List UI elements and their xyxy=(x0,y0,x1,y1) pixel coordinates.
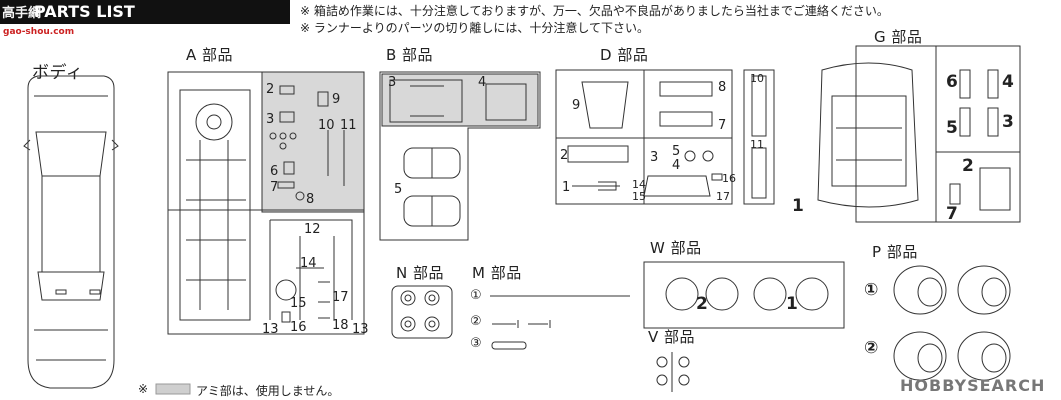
b-num-4: 4 xyxy=(478,75,487,90)
page-title: PARTS LIST xyxy=(34,2,135,21)
runner-m-drawing xyxy=(490,295,630,350)
a-num-2: 2 xyxy=(266,82,275,97)
d-num-7: 7 xyxy=(718,118,727,133)
a-num-3: 3 xyxy=(266,112,275,127)
a-num-13-right: 13 xyxy=(352,322,369,337)
section-w-label: W 部品 xyxy=(650,239,702,257)
section-b-label: B 部品 xyxy=(386,46,434,64)
runner-w-drawing xyxy=(643,261,845,329)
section-body-label: ボディ xyxy=(32,63,84,83)
b-num-5: 5 xyxy=(394,182,403,197)
d-num-15: 15 xyxy=(632,190,646,203)
a-num-7: 7 xyxy=(270,180,279,195)
runner-b-drawing xyxy=(379,71,541,241)
note-line-2: ※ ランナーよりのパーツの切り離しには、十分注意して下さい。 xyxy=(300,21,650,35)
m-mark-3: ③ xyxy=(470,336,482,351)
d-num-11: 11 xyxy=(750,138,764,151)
d-num-9: 9 xyxy=(572,98,581,113)
section-m-label: M 部品 xyxy=(472,264,522,282)
body-num-1: 1 xyxy=(792,196,804,216)
a-num-16: 16 xyxy=(290,320,307,335)
g-num-2: 2 xyxy=(962,156,974,176)
b-num-3: 3 xyxy=(388,75,397,90)
a-num-10: 10 xyxy=(318,118,335,133)
g-num-7: 7 xyxy=(946,204,958,224)
runner-d-drawing xyxy=(555,69,775,205)
d-num-3: 3 xyxy=(650,150,659,165)
section-p-label: P 部品 xyxy=(872,243,918,261)
g-num-4: 4 xyxy=(1002,72,1014,92)
tires-p-drawing xyxy=(893,265,1011,381)
a-num-11: 11 xyxy=(340,118,357,133)
note-line-1: ※ 箱詰め作業には、十分注意しておりますが、万一、欠品や不良品がありましたら当社… xyxy=(300,4,889,18)
site-url: gao-shou.com xyxy=(3,27,75,37)
legend-swatch xyxy=(155,383,191,395)
d-num-5: 5 xyxy=(672,144,681,159)
w-num-1: 1 xyxy=(786,294,798,314)
a-num-14: 14 xyxy=(300,256,317,271)
w-num-2: 2 xyxy=(696,294,708,314)
d-num-17: 17 xyxy=(716,190,730,203)
a-num-17: 17 xyxy=(332,290,349,305)
legend-text: アミ部は、使用しません。 xyxy=(196,384,340,398)
m-mark-2: ② xyxy=(470,314,482,329)
d-num-4: 4 xyxy=(672,158,681,173)
section-g-label: G 部品 xyxy=(874,28,923,46)
a-num-8: 8 xyxy=(306,192,315,207)
runner-g-drawing xyxy=(817,45,1021,223)
section-n-label: N 部品 xyxy=(396,264,444,282)
a-num-13-left: 13 xyxy=(262,322,279,337)
a-num-18: 18 xyxy=(332,318,349,333)
d-num-2: 2 xyxy=(560,148,569,163)
runner-n-drawing xyxy=(391,285,453,339)
section-a-label: A 部品 xyxy=(186,46,234,64)
g-num-3: 3 xyxy=(1002,112,1014,132)
section-d-label: D 部品 xyxy=(600,46,649,64)
g-num-5: 5 xyxy=(946,118,958,138)
a-num-6: 6 xyxy=(270,164,279,179)
header-banner xyxy=(0,0,290,24)
a-num-12: 12 xyxy=(304,222,321,237)
d-num-10: 10 xyxy=(750,72,764,85)
a-num-15: 15 xyxy=(290,296,307,311)
g-num-6: 6 xyxy=(946,72,958,92)
watermark: HOBBYSEARCH xyxy=(900,376,1046,395)
p-mark-1: ① xyxy=(864,280,879,300)
d-num-16: 16 xyxy=(722,172,736,185)
d-num-8: 8 xyxy=(718,80,727,95)
m-mark-1: ① xyxy=(470,288,482,303)
legend-mark: ※ xyxy=(138,382,149,396)
d-num-1: 1 xyxy=(562,180,571,195)
d-num-14: 14 xyxy=(632,178,646,191)
runner-a-drawing xyxy=(167,71,365,335)
a-num-9: 9 xyxy=(332,92,341,107)
p-mark-2: ② xyxy=(864,338,879,358)
section-v-label: V 部品 xyxy=(648,328,696,346)
site-logo: 高手網 xyxy=(2,6,42,21)
car-body-drawing xyxy=(23,75,119,389)
runner-v-drawing xyxy=(656,352,690,392)
